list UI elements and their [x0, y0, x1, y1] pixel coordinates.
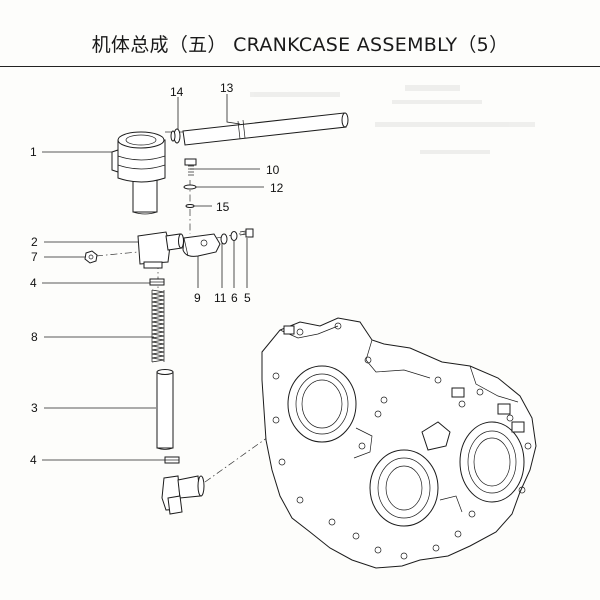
washer-12 — [183, 184, 197, 190]
callout-3: 3 — [31, 401, 38, 415]
o-ring-15 — [185, 204, 195, 208]
callout-8: 8 — [31, 330, 38, 344]
nut-7 — [84, 250, 98, 264]
callout-11: 11 — [214, 291, 227, 305]
callout-5: 5 — [244, 291, 251, 305]
leader-13 — [226, 94, 241, 125]
assembly-centerlines — [95, 131, 293, 483]
clamp-4-lower — [164, 456, 180, 464]
tee-block-2 — [137, 231, 184, 269]
callout-10: 10 — [266, 163, 280, 177]
spring-hose-8 — [151, 289, 165, 363]
callout-4-upper: 4 — [30, 276, 37, 290]
callout-14: 14 — [170, 85, 184, 99]
clamp-4-upper — [149, 278, 165, 286]
elbow-fitting — [161, 475, 205, 515]
pipe-3 — [156, 369, 174, 450]
leader-lines — [42, 94, 264, 461]
washer-11 — [220, 233, 228, 245]
callout-2: 2 — [31, 235, 38, 249]
bracket-9 — [182, 233, 221, 257]
tube-13 — [182, 112, 349, 146]
ring-14 — [170, 128, 181, 144]
lock-washer-6 — [230, 231, 238, 241]
callout-9: 9 — [194, 291, 201, 305]
callout-13: 13 — [220, 81, 234, 95]
callout-15: 15 — [216, 200, 230, 214]
callout-7: 7 — [31, 250, 38, 264]
bolt-5 — [239, 228, 254, 238]
bolt-10 — [184, 158, 197, 176]
callout-6: 6 — [231, 291, 238, 305]
title-underline — [0, 66, 600, 67]
callout-labels: 1 2 7 4 8 3 4 14 13 10 12 15 9 11 6 5 — [30, 81, 284, 467]
page-title: 机体总成（五） CRANKCASE ASSEMBLY（5） — [91, 34, 509, 56]
callout-4-lower: 4 — [30, 453, 37, 467]
callout-1: 1 — [30, 145, 37, 159]
callout-12: 12 — [270, 181, 284, 195]
crankcase-housing — [261, 317, 537, 569]
breather-body-1 — [111, 131, 166, 215]
bleed-through-marks — [250, 85, 535, 154]
